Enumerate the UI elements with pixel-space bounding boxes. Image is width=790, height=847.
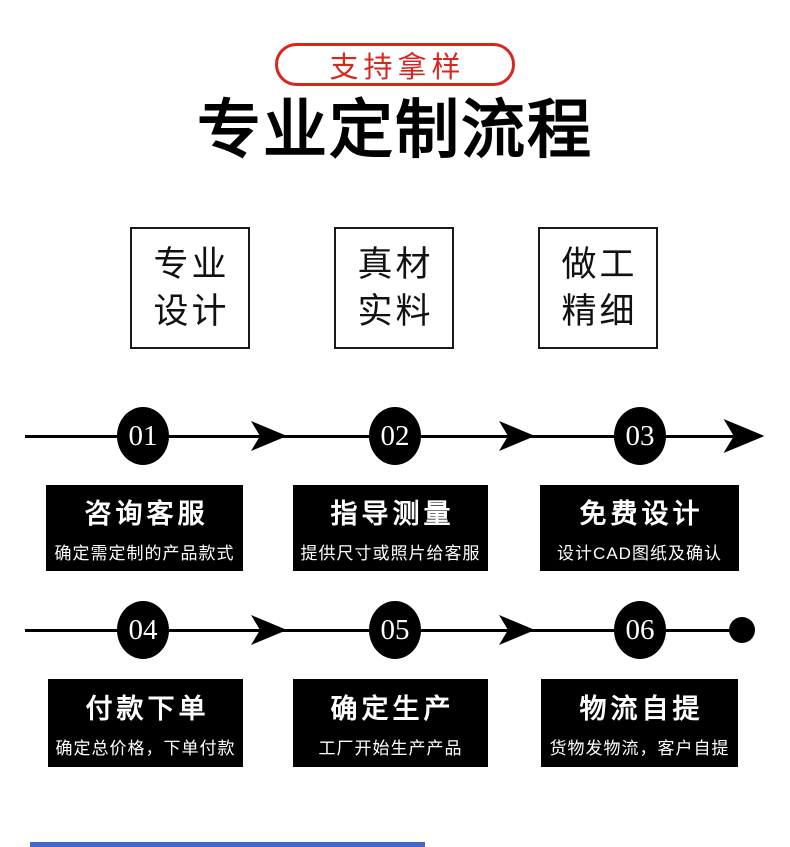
step-title: 物流自提 [579,694,704,724]
step-number-circle: 04 [117,601,169,659]
feature-line: 实料 [357,292,434,331]
step-title: 咨询客服 [84,499,209,529]
step-title: 指导测量 [330,499,455,529]
arrow-right-icon [723,419,765,453]
arrow-right-icon [251,421,287,451]
step-number: 06 [625,613,655,646]
feature-line: 设计 [153,292,230,331]
step-box-consult: 咨询客服 确定需定制的产品款式 [46,485,243,571]
sampling-badge: 支持拿样 [275,43,515,86]
feature-line: 专业 [153,245,230,284]
feature-box-workmanship: 做工 精细 [538,227,658,349]
feature-line: 精细 [561,292,638,331]
step-description: 货物发物流，客户自提 [549,739,730,758]
step-description: 设计CAD图纸及确认 [557,544,722,563]
step-number-circle: 05 [369,601,421,659]
step-description: 提供尺寸或照片给客服 [300,544,481,563]
step-box-production: 确定生产 工厂开始生产产品 [293,679,488,767]
arrow-right-icon [251,615,287,645]
step-description: 工厂开始生产产品 [318,739,463,758]
step-title: 确定生产 [330,694,455,724]
step-box-measure: 指导测量 提供尺寸或照片给客服 [293,485,488,571]
step-number-circle: 03 [614,407,666,465]
step-number-circle: 01 [117,407,169,465]
flow-end-dot [729,617,755,643]
sampling-badge-label: 支持拿样 [329,51,466,84]
feature-line: 做工 [561,245,638,284]
step-number-circle: 02 [369,407,421,465]
step-number: 04 [128,613,158,646]
step-number: 05 [380,613,410,646]
step-title: 付款下单 [85,694,210,724]
page-title: 专业定制流程 [197,94,593,166]
step-title: 免费设计 [579,499,704,529]
step-box-free-design: 免费设计 设计CAD图纸及确认 [540,485,739,571]
step-box-logistics: 物流自提 货物发物流，客户自提 [541,679,738,767]
feature-box-materials: 真材 实料 [334,227,454,349]
step-number: 01 [128,419,158,452]
arrow-right-icon [499,421,535,451]
step-number: 02 [380,419,410,452]
step-number: 03 [625,419,655,452]
step-box-payment: 付款下单 确定总价格，下单付款 [48,679,243,767]
feature-box-design: 专业 设计 [130,227,250,349]
step-description: 确定需定制的产品款式 [54,544,235,563]
feature-line: 真材 [357,245,434,284]
arrow-right-icon [499,615,535,645]
step-number-circle: 06 [614,601,666,659]
bottom-accent-bar [30,842,425,847]
step-description: 确定总价格，下单付款 [55,739,236,758]
